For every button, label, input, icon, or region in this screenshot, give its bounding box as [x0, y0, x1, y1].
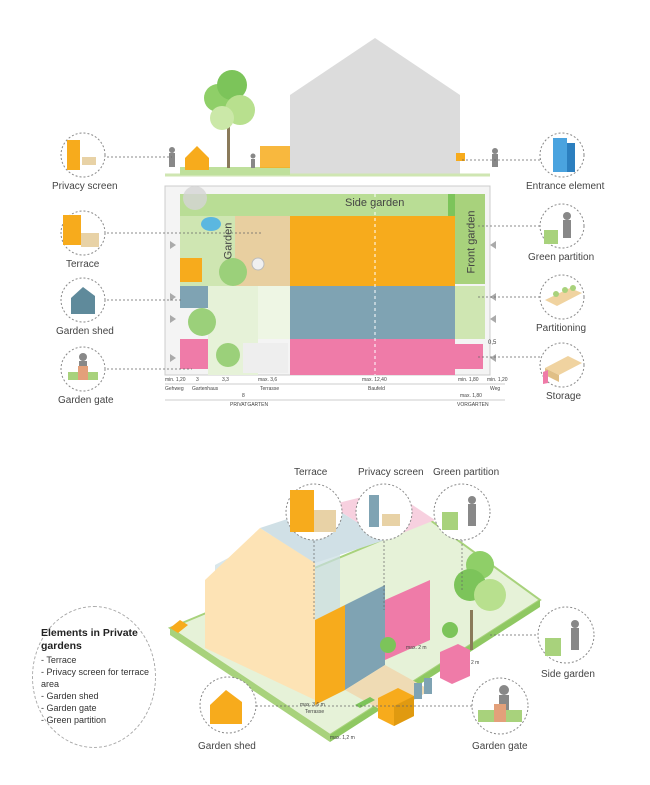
side-garden-axo-callout [537, 606, 595, 664]
house-orange-volume [205, 528, 315, 700]
dim-name-1: Gehweg [165, 386, 184, 392]
axo-label-green-partition: Green partition [433, 467, 500, 478]
storage-callout [539, 342, 585, 388]
axo-max-12: max. 1,2 m [330, 735, 355, 741]
legend-circle [32, 606, 156, 748]
label-storage: Storage [546, 391, 582, 402]
legend-list: - Terrace - Privacy screen for terrace a… [41, 654, 151, 726]
blue-house-block [290, 286, 455, 339]
axo-label-side-garden: Side garden [541, 669, 595, 680]
entrance-element-callout [539, 132, 585, 178]
dim-name-4: Baufeld [368, 386, 385, 392]
dim-value-5: max. 12,40 [362, 377, 387, 383]
legend-item: - Green partition [41, 715, 107, 725]
terrace-callout [60, 210, 106, 256]
axo-terrace-small: Terrasse [305, 709, 325, 715]
entrance-element-elevation [456, 153, 465, 161]
garden-gate-axo-callout [471, 677, 529, 735]
axo-label-terrace: Terrace [294, 467, 328, 478]
dim-name-2: Gartenhaus [192, 386, 219, 392]
legend-item: - Terrace [41, 655, 77, 665]
side-garden-label: Side garden [345, 197, 405, 209]
terrace-axo-callout [285, 483, 343, 541]
legend-item: - Garden gate [41, 703, 97, 713]
house-elevation [290, 38, 460, 175]
axo-max-2m-b: 2 m [471, 660, 480, 666]
label-privacy-screen: Privacy screen [52, 181, 118, 192]
dim-value-3: 3,3 [222, 377, 229, 383]
axo-max-terrace: max. 3,6 m [300, 702, 325, 708]
dim-sub-2: max. 1,80 [460, 393, 482, 399]
label-terrace: Terrace [66, 259, 100, 270]
side-garden-area [180, 194, 455, 216]
dim-value-7: min. 1,20 [487, 377, 508, 383]
dim-value-4: max. 3,6 [258, 377, 278, 383]
green-partition-callout [539, 203, 585, 249]
axo-max-2m-a: max. 2 m [406, 645, 427, 651]
shed-elevation [185, 146, 209, 170]
top-callouts [60, 132, 585, 392]
dim-value-2: 3 [196, 377, 199, 383]
green-partition-axo-callout [433, 483, 491, 541]
garden-gate-callout [60, 346, 106, 392]
dim-name-5: Weg [490, 386, 501, 392]
plan-view [164, 185, 505, 401]
elevation-view [165, 38, 498, 177]
legend-title: Elements in Private gardens [41, 627, 138, 652]
tree-elevation [204, 70, 255, 168]
orange-house-block [290, 216, 455, 286]
label-green-partition: Green partition [528, 252, 595, 263]
dim-sub-1: 8 [242, 393, 245, 399]
garden-shed-callout [60, 277, 106, 323]
front-garden-area [455, 194, 485, 284]
axo-label-privacy-screen: Privacy screen [358, 467, 424, 478]
label-garden-shed: Garden shed [56, 326, 114, 337]
pink-house-block [290, 339, 455, 375]
axonometric-view [167, 483, 595, 742]
garden-shed-axo-callout [199, 676, 257, 734]
axo-label-garden-gate: Garden gate [472, 741, 528, 752]
privacy-screen-axo-callout [355, 483, 413, 541]
zone-private: PRIVATGARTEN [230, 402, 269, 408]
dim-value-6: min. 1,80 [458, 377, 479, 383]
privacy-screen-elevation [260, 146, 290, 168]
axo-label-garden-shed: Garden shed [198, 741, 256, 752]
zone-front: VORGARTEN [457, 402, 489, 408]
partitioning-callout [539, 274, 585, 320]
legend-item: - Privacy screen for terrace area [41, 667, 150, 689]
dim-value-1: min. 1,20 [165, 377, 186, 383]
label-garden-gate: Garden gate [58, 395, 114, 406]
legend-item: - Garden shed [41, 691, 99, 701]
storage-axo [440, 644, 470, 684]
label-entrance-element: Entrance element [526, 181, 605, 192]
height-note: 0,5 [488, 340, 497, 346]
label-partitioning: Partitioning [536, 323, 587, 334]
dim-name-3: Terrasse [260, 386, 280, 392]
privacy-screen-callout [60, 132, 106, 178]
